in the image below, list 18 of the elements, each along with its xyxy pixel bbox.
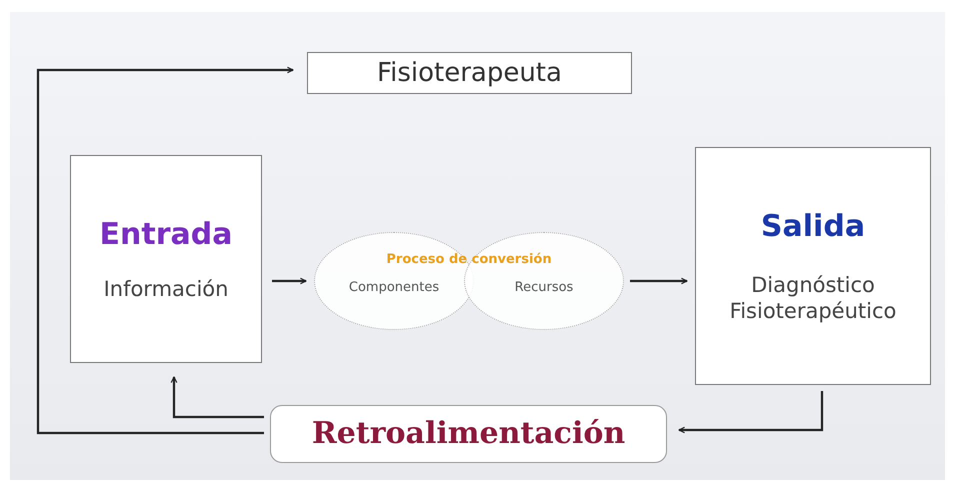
arrow [630,278,688,284]
arrow [170,376,264,418]
output-text: Diagnóstico Fisioterapéutico [728,272,898,324]
arrow [272,278,307,284]
output-heading: Salida [760,208,866,246]
arrow [678,391,824,434]
role-label: Fisioterapeuta [377,56,562,90]
output-box [695,147,931,385]
input-box [70,155,262,363]
role-box [307,52,632,94]
process-title: Proceso de conversión [385,252,553,267]
input-text: Información [104,276,228,302]
circle-label: Componentes [348,280,440,296]
feedback-box [270,405,667,463]
arrow [36,66,294,434]
input-heading: Entrada [100,216,232,254]
circle-label: Recursos [514,280,574,296]
feedback-label: Retroalimentación [312,415,626,453]
